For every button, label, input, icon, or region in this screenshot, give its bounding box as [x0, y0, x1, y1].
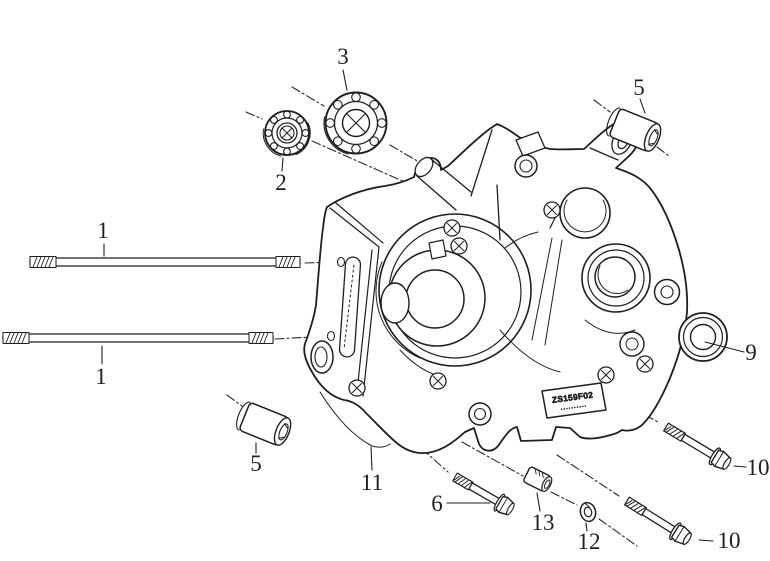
callout-crankcase: 11	[361, 470, 383, 495]
top-boss	[514, 131, 546, 178]
callout-oil-seal: 9	[745, 340, 757, 365]
d-window	[547, 187, 611, 239]
output-bore	[581, 243, 681, 357]
screw-boss	[543, 201, 561, 219]
part-stud-bottom	[2, 331, 274, 345]
callout-bolt-short: 6	[431, 491, 443, 516]
callout-stud-bottom: 1	[95, 364, 107, 389]
callout-small-bearing: 2	[275, 170, 287, 195]
crank-bore	[375, 213, 532, 367]
part-small-bearing	[262, 110, 311, 157]
axis-bearing2-left	[245, 111, 263, 120]
hanger-tube	[414, 129, 501, 241]
callout-lines	[101, 69, 747, 542]
part-oil-seal	[678, 312, 728, 362]
axis-washer-b	[598, 518, 638, 547]
axis-dowel-small-a	[461, 441, 524, 477]
part-lock-washer	[579, 501, 597, 523]
part-bolt-short	[449, 468, 518, 519]
axis-dowel-top-a	[593, 99, 611, 113]
screw-boss	[443, 219, 461, 237]
part-dowel-small	[522, 465, 555, 494]
axis-bolt-lower	[556, 454, 620, 497]
part-bolt-upper	[660, 418, 735, 474]
screw-boss	[597, 366, 615, 384]
screw-boss	[636, 355, 654, 373]
model-plate: ZS159F02 ··········	[541, 382, 607, 419]
callout-bolt-lower: 10	[718, 528, 741, 553]
screw-boss	[429, 372, 447, 390]
part-stud-top	[29, 255, 301, 269]
axis-dowel-bottom	[226, 394, 243, 407]
cylinder-flange	[326, 202, 384, 397]
callout-washer: 12	[578, 529, 601, 554]
part-bolt-lower	[621, 492, 695, 549]
callout-stud-top: 1	[97, 218, 109, 243]
crankcase-body: ZS159F02 ··········	[303, 119, 689, 455]
screw-boss	[348, 379, 366, 397]
part-large-bearing	[323, 91, 388, 155]
axis-bearing3-left	[291, 86, 325, 107]
callout-large-bearing: 3	[337, 44, 349, 69]
axis-dowel-small-b	[550, 491, 578, 506]
axis-dowel-top-b	[656, 146, 670, 157]
callout-labels: 1 1 2 3 5 5 6 9 10 10 11 12 13	[95, 44, 769, 554]
case-bosses	[310, 201, 654, 426]
plate-small-text: ··········	[560, 403, 587, 412]
callout-dowel-top: 5	[633, 75, 645, 100]
callout-dowel-small: 13	[532, 510, 555, 535]
screw-boss	[450, 237, 468, 255]
callout-bolt-upper: 10	[747, 455, 770, 480]
part-dowel-bottom	[232, 399, 295, 449]
callout-dowel-bottom: 5	[250, 451, 262, 476]
